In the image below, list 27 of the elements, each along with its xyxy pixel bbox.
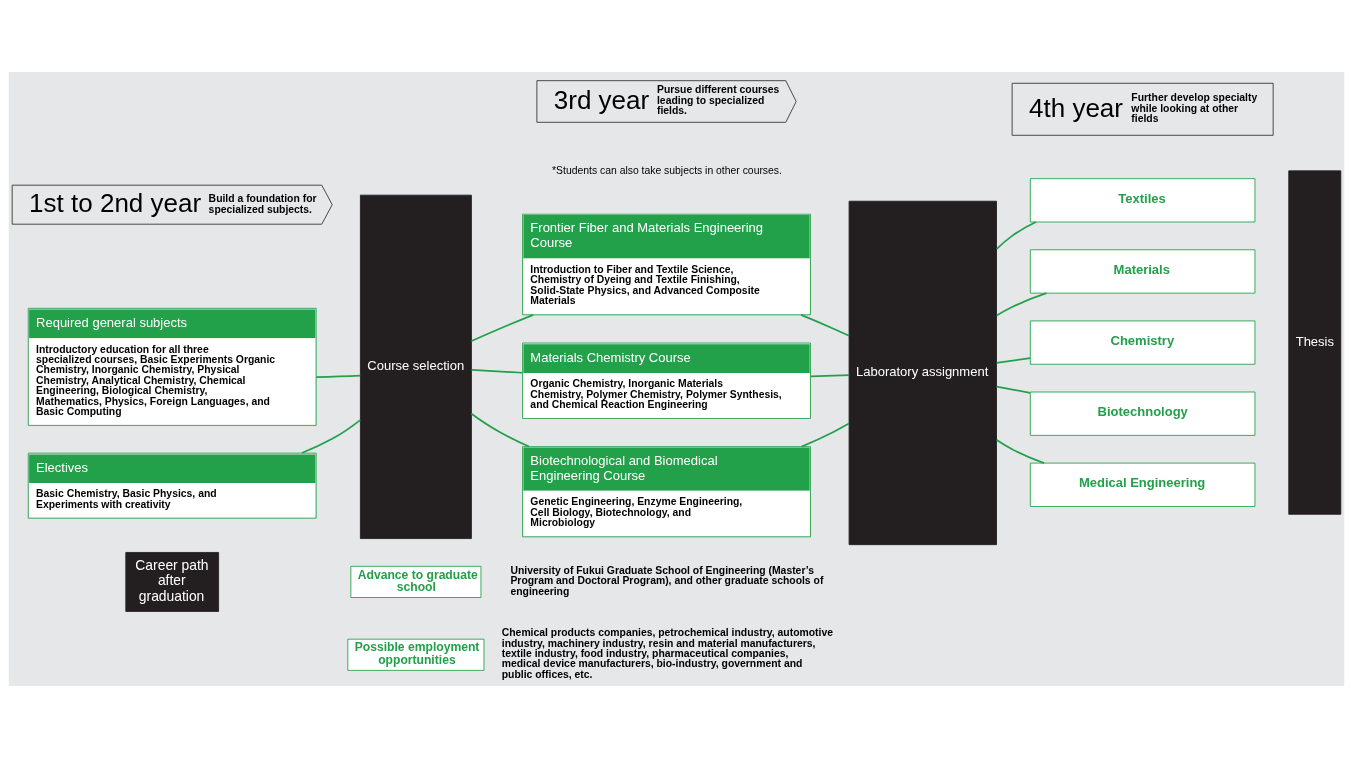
connector — [800, 422, 850, 448]
connector — [315, 374, 362, 378]
node-box: Chemistry — [1029, 320, 1256, 365]
node-box: Advance to graduate school — [350, 565, 482, 598]
node-box: Laboratory assignment — [848, 200, 997, 546]
node-label: Chemical products companies, petrochemical industry, automotive industry, machinery industry, resin and material manufacturers, textile industry, food industry, pharmaceutical companies, medical device manufacturers, bio-industry, government and public offices, etc. — [501, 627, 833, 680]
connector — [995, 221, 1037, 250]
connector — [301, 419, 362, 454]
node-label: University of Fukui Graduate School of Engineering (Master’s Program and Doctoral Program), and other graduate schools of engineering — [510, 564, 824, 597]
node-box: Thesis — [1288, 170, 1342, 515]
node-box: Course selection — [359, 194, 472, 539]
node-box: Textiles — [1029, 178, 1256, 223]
connector — [809, 374, 850, 378]
connector — [470, 369, 524, 374]
connector — [470, 412, 530, 448]
connector — [470, 313, 535, 342]
connector — [995, 439, 1045, 464]
node-box: Biotechnology — [1029, 391, 1256, 436]
connector — [995, 385, 1031, 394]
node-box: Materials — [1029, 249, 1256, 294]
node-box: Possible employment opportunities — [347, 638, 485, 671]
label: *Students can also take subjects in other courses. — [552, 164, 782, 176]
node-box: Medical Engineering — [1029, 462, 1256, 507]
connector — [995, 292, 1048, 317]
node-box: Career path after graduation — [125, 552, 220, 612]
connector — [995, 357, 1031, 364]
connector — [800, 314, 850, 337]
